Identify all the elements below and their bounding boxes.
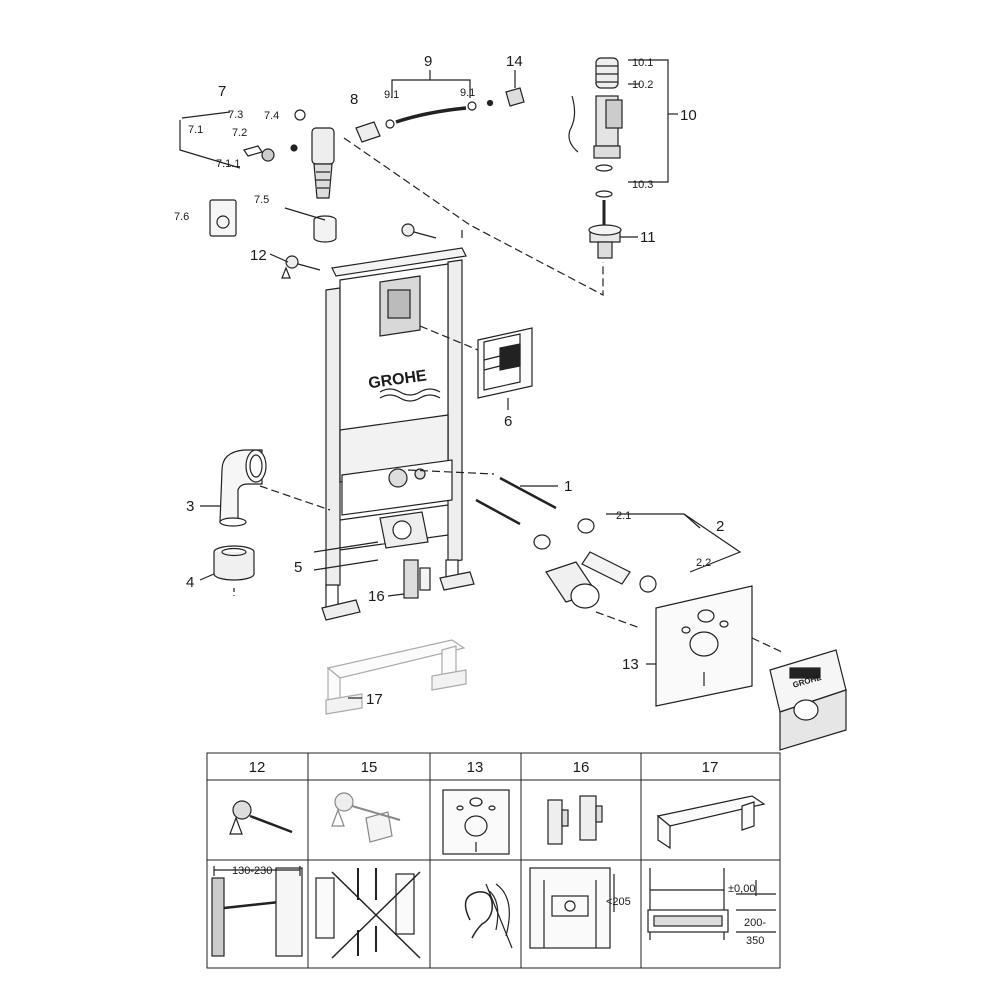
- label-7: 7: [218, 83, 226, 100]
- part-12-anchor-right: [401, 223, 437, 239]
- label-13: 13: [622, 656, 639, 673]
- part-2-caps: [533, 518, 595, 550]
- label-8: 8: [350, 91, 358, 108]
- label-4: 4: [186, 574, 194, 591]
- part-7-6-bag: [209, 199, 237, 237]
- dim-level: ±0,00: [728, 883, 755, 895]
- dim-frame-height: <205: [606, 896, 631, 908]
- dim-height-top: 200-: [744, 917, 766, 929]
- label-9: 9: [424, 53, 432, 70]
- table-header-13: 13: [467, 759, 484, 776]
- label-7-1: 7.1: [188, 124, 203, 136]
- cell-15-anchor-image: [331, 792, 401, 843]
- part-12-anchor-left: [281, 255, 321, 279]
- part-16-clips: [403, 559, 431, 599]
- cell-12-anchor-image: [229, 800, 293, 835]
- label-7-1-1: 7.1.1: [216, 158, 240, 170]
- label-10: 10: [680, 107, 697, 124]
- drain-sleeve: [545, 561, 600, 609]
- part-1-bolts: [407, 469, 557, 526]
- cell-15-crossed-install: [315, 868, 421, 959]
- label-12: 12: [250, 247, 267, 264]
- label-7-4: 7.4: [264, 110, 279, 122]
- label-9-1-right: 9.1: [460, 87, 475, 99]
- part-10-fill-valve: [568, 57, 623, 226]
- part-9-hose: [385, 99, 494, 129]
- part-2-2-pipe: [581, 551, 657, 593]
- dimension-labels: 130-230 <205 ±0,00 200- 350: [232, 865, 766, 947]
- label-5: 5: [294, 559, 302, 576]
- label-6: 6: [504, 413, 512, 430]
- label-14: 14: [506, 53, 523, 70]
- label-9-1-left: 9.1: [384, 89, 399, 101]
- cell-13-mat-image: [442, 789, 510, 855]
- label-16: 16: [368, 588, 385, 605]
- label-11: 11: [640, 229, 656, 246]
- part-14-valve: [505, 70, 525, 107]
- table-header-17: 17: [702, 759, 719, 776]
- label-7-6: 7.6: [174, 211, 189, 223]
- label-10-1: 10.1: [632, 57, 653, 69]
- part-13-insulation: [655, 585, 753, 707]
- part-7-valve: [243, 109, 335, 199]
- cell-12-wall-install: [211, 866, 303, 957]
- cell-13-noise-icon: [464, 883, 513, 949]
- dim-anchor-range: 130-230: [232, 865, 272, 877]
- part-5-flange: [379, 511, 429, 549]
- part-8-bracket: [355, 121, 381, 143]
- label-10-3: 10.3: [632, 179, 653, 191]
- part-6-actuator-box: [477, 327, 533, 399]
- label-17: 17: [366, 691, 383, 708]
- part-3-bend: [219, 449, 267, 527]
- label-10-2: 10.2: [632, 79, 653, 91]
- label-3: 3: [186, 498, 194, 515]
- cell-16-frame-height: [529, 867, 615, 949]
- label-7-2: 7.2: [232, 127, 247, 139]
- label-7-3: 7.3: [228, 109, 243, 121]
- label-7-5: 7.5: [254, 194, 269, 206]
- frame-element: [321, 247, 475, 621]
- wall-block: [769, 649, 847, 751]
- part-4-connector: [213, 545, 255, 581]
- part-11-flush-valve: [588, 224, 622, 259]
- cell-16-clips-image: [547, 795, 603, 845]
- cell-17-leveling: [647, 868, 776, 940]
- label-1: 1: [564, 478, 572, 495]
- label-2: 2: [716, 518, 724, 535]
- label-2-2: 2.2: [696, 557, 711, 569]
- label-2-1: 2.1: [616, 510, 631, 522]
- dim-height-bottom: 350: [746, 935, 764, 947]
- table-headers: 12 15 13 16 17: [249, 759, 719, 776]
- table-header-16: 16: [573, 759, 590, 776]
- table-header-12: 12: [249, 759, 266, 776]
- part-17-support: [325, 639, 467, 715]
- cell-17-support-image: [656, 795, 766, 850]
- table-header-15: 15: [361, 759, 378, 776]
- info-table: [206, 752, 781, 969]
